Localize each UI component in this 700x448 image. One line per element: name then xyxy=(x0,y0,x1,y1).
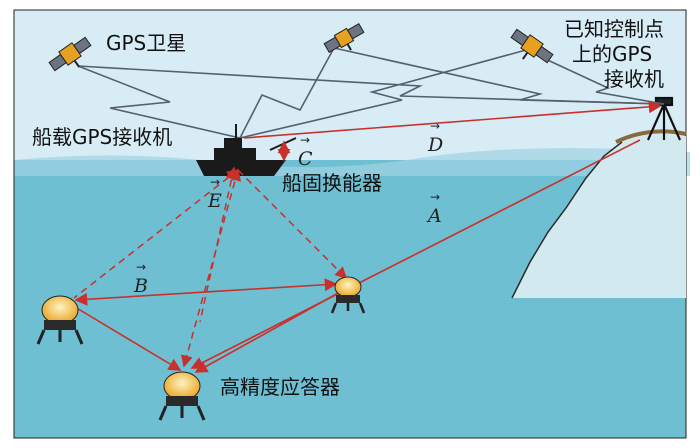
label-known-station-line3: 接收机 xyxy=(604,67,664,91)
transponder-icon-bottom xyxy=(158,371,206,421)
label-known-station-line2: 上的GPS xyxy=(572,42,652,66)
vector-e-arrow: → xyxy=(210,175,220,189)
gps-satellite-icon-3 xyxy=(510,28,554,64)
vector-c-arrow: → xyxy=(300,133,310,147)
label-known-station-line1: 已知控制点 xyxy=(564,17,664,41)
label-ship-transducer: 船固换能器 xyxy=(282,171,382,195)
transponder-icon-left xyxy=(36,295,84,345)
gps-satellite-icon-1 xyxy=(48,36,92,72)
vector-a-arrow: → xyxy=(430,190,440,204)
label-gps-satellite: GPS卫星 xyxy=(106,31,186,55)
acoustic-ranging-lines xyxy=(73,166,348,368)
label-transponder: 高精度应答器 xyxy=(220,375,340,399)
coastal-cliff xyxy=(512,134,686,298)
transponder-icon-right xyxy=(330,276,366,314)
cliff-outline xyxy=(511,141,623,299)
vector-a-label: A xyxy=(426,205,442,227)
vector-e-label: E xyxy=(207,190,222,212)
satellite-signals xyxy=(77,47,665,139)
vector-d-label: D xyxy=(427,134,443,156)
vector-c-label: C xyxy=(298,148,313,170)
vector-d-line xyxy=(243,100,662,139)
vector-d-arrow: → xyxy=(430,119,440,133)
vector-b-label: B xyxy=(133,275,148,297)
vector-b-arrow: → xyxy=(136,260,146,274)
gps-satellite-icon-2 xyxy=(323,22,365,54)
seabed-baselines xyxy=(69,278,341,373)
vector-a-line xyxy=(190,139,641,369)
label-ship-receiver: 船载GPS接收机 xyxy=(32,125,172,149)
